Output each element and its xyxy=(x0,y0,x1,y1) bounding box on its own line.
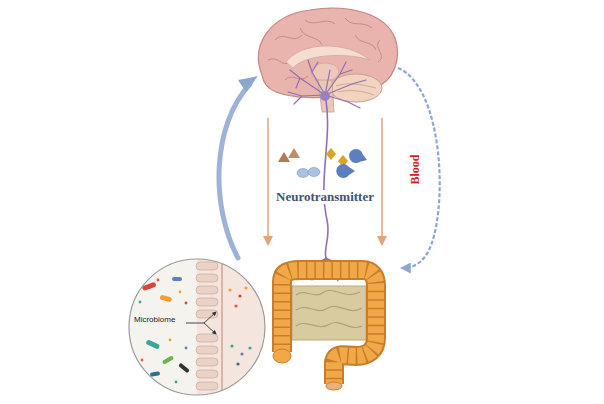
blood-arc xyxy=(398,68,440,268)
ascending-arc xyxy=(219,84,250,258)
arc-arrowhead xyxy=(238,76,258,92)
pathway-label: Neurotransmitter xyxy=(275,190,375,204)
region-label: Microbiome xyxy=(134,315,175,324)
microbiome-view xyxy=(128,258,269,398)
neuron xyxy=(288,60,366,281)
intestine xyxy=(273,270,376,390)
down-arrow xyxy=(267,118,269,244)
down-arrow xyxy=(381,118,383,244)
lens-circle xyxy=(129,259,265,395)
neuron-soma xyxy=(320,91,330,101)
microbiome-lens: Microbiome xyxy=(128,258,266,396)
molecules xyxy=(278,147,369,178)
blood-label: Blood xyxy=(409,154,422,186)
brain xyxy=(259,8,398,112)
lens-outline xyxy=(128,258,266,396)
